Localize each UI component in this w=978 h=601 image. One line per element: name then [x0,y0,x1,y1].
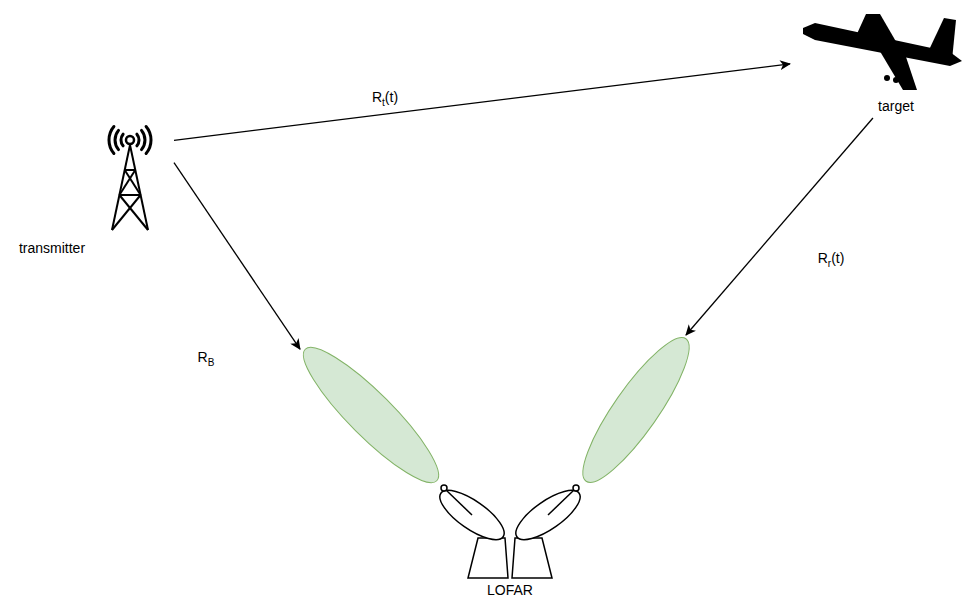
antenna-beams [290,326,704,496]
edge-label-holder: Rr(t) [816,249,847,267]
transmitter-node: transmitter [8,118,174,260]
aircraft-icon [803,14,962,90]
signal-path-arrow [686,118,873,335]
signal-path-arrow [174,163,300,350]
dish-antennas [433,482,587,578]
node-label: transmitter [19,240,85,256]
label-holder: target [878,97,914,115]
signal-path-arrow [174,64,790,140]
receiver-node: LOFAR [300,335,700,601]
range-label: Rt(t) [370,89,400,105]
transmitter-icon [109,127,151,231]
edge-label-holder: RB [196,348,217,366]
label-holder: transmitter [19,239,85,257]
range-label: RB [196,349,217,365]
edge-label-holder: Rt(t) [370,88,400,106]
range-label: Rr(t) [816,250,847,266]
target-node: target [790,12,968,118]
label-holder: LOFAR [487,581,533,599]
node-label: target [878,98,914,114]
node-label: LOFAR [487,582,533,598]
